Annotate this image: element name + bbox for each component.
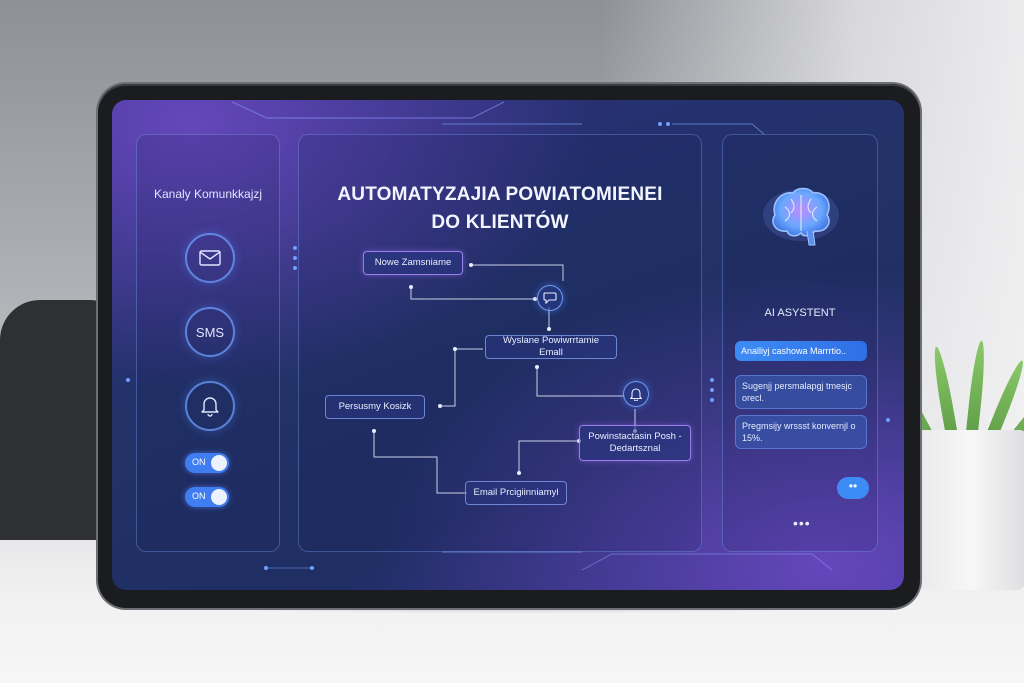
channel-toggle-1[interactable]: ON [185, 453, 229, 473]
flow-node-new-order[interactable]: Nowe Zamsniame [363, 251, 463, 275]
toggle-knob [211, 455, 227, 471]
brain-icon [763, 187, 839, 246]
ai-suggestion-2[interactable]: Sugenjj persmalapgj tmesjc orecl. [735, 375, 867, 409]
flow-panel: AUTOMATYZAJIA POWIATOMIENEI DO KLIENTÓW [298, 134, 702, 552]
tablet-screen: Kanaly Komunkkajzj SMS ON [112, 100, 904, 590]
flow-node-email-personal[interactable]: Email Prcigiinniamyl [465, 481, 567, 505]
ai-assistant-title: AI ASYSTENT [764, 307, 836, 319]
envelope-icon [199, 250, 221, 266]
sms-channel-button[interactable]: SMS [185, 307, 235, 357]
sms-label: SMS [195, 324, 225, 340]
email-channel-button[interactable] [185, 233, 235, 283]
notification-node[interactable] [623, 381, 649, 407]
page-title: AUTOMATYZAJIA POWIATOMIENEI DO KLIENTÓW [299, 181, 701, 237]
bell-icon [630, 388, 642, 401]
flow-node-push[interactable]: Powinstactasin Posh - Dedartsznal [579, 425, 691, 461]
flow-node-email-sent[interactable]: Wyslane Powiwrrtamie Emall [485, 335, 617, 359]
title-line-1: AUTOMATYZAJIA POWIATOMIENEI [337, 184, 663, 205]
chat-bubble-icon [543, 292, 557, 304]
channels-title: Kanaly Komunkkajzj [153, 187, 263, 201]
chat-node[interactable] [537, 285, 563, 311]
circuit-decoration [126, 101, 890, 571]
typing-indicator: •• [837, 477, 869, 499]
ai-suggestion-1[interactable]: Analliyj cashowa Marrrtio.. [735, 341, 867, 361]
bell-icon [201, 397, 219, 417]
toggle-label: ON [192, 457, 206, 467]
push-channel-button[interactable] [185, 381, 235, 431]
ai-assistant-panel: AI ASYSTENT Analliyj cashowa Marrrtio.. … [722, 134, 878, 552]
channels-panel: Kanaly Komunkkajzj SMS ON [136, 134, 280, 552]
plant-pot [916, 430, 1024, 590]
toggle-knob [211, 489, 227, 505]
potted-plant [868, 310, 1024, 590]
tablet-device: Kanaly Komunkkajzj SMS ON [98, 84, 920, 608]
toggle-label: ON [192, 491, 206, 501]
flow-node-cart[interactable]: Persusmy Kosizk [325, 395, 425, 419]
channel-toggle-2[interactable]: ON [185, 487, 229, 507]
ai-suggestion-3[interactable]: Pregmsijy wrssst konvernjl o 15%. [735, 415, 867, 449]
title-line-2: DO KLIENTÓW [431, 212, 569, 233]
more-options-icon[interactable]: ••• [793, 515, 811, 531]
